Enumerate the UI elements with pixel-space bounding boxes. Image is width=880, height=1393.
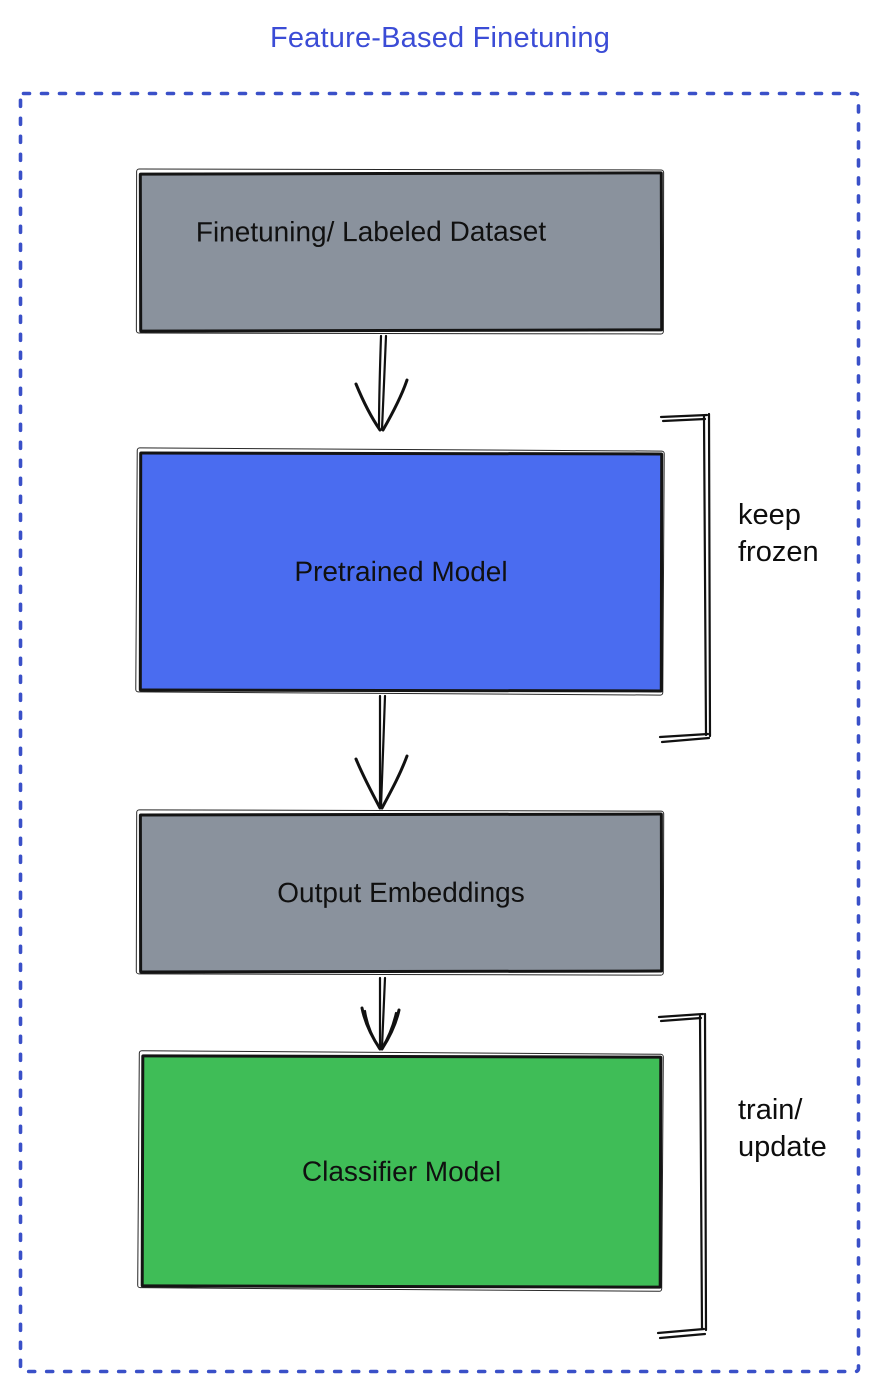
node-finetuning-dataset: Finetuning/ Labeled Dataset (138, 171, 664, 333)
node-classifier-model: Classifier Model (140, 1054, 663, 1289)
arrow-down-icon (360, 976, 401, 1051)
arrow-down-icon (354, 334, 409, 432)
node-output-embeddings: Output Embeddings (138, 812, 664, 974)
square-bracket-right-icon (658, 412, 712, 744)
square-bracket-right-icon (656, 1012, 708, 1340)
node-label: Output Embeddings (277, 876, 525, 909)
node-label: Classifier Model (301, 1155, 502, 1187)
node-label: Pretrained Model (294, 555, 508, 588)
page-title: Feature-Based Finetuning (269, 22, 611, 54)
annotation-train-update: train/ update (738, 1094, 827, 1164)
annotation-keep-frozen: keep frozen (738, 499, 819, 569)
node-pretrained-model: Pretrained Model (138, 451, 664, 693)
arrow-down-icon (354, 694, 409, 810)
node-label: Finetuning/ Labeled Dataset (195, 215, 547, 248)
